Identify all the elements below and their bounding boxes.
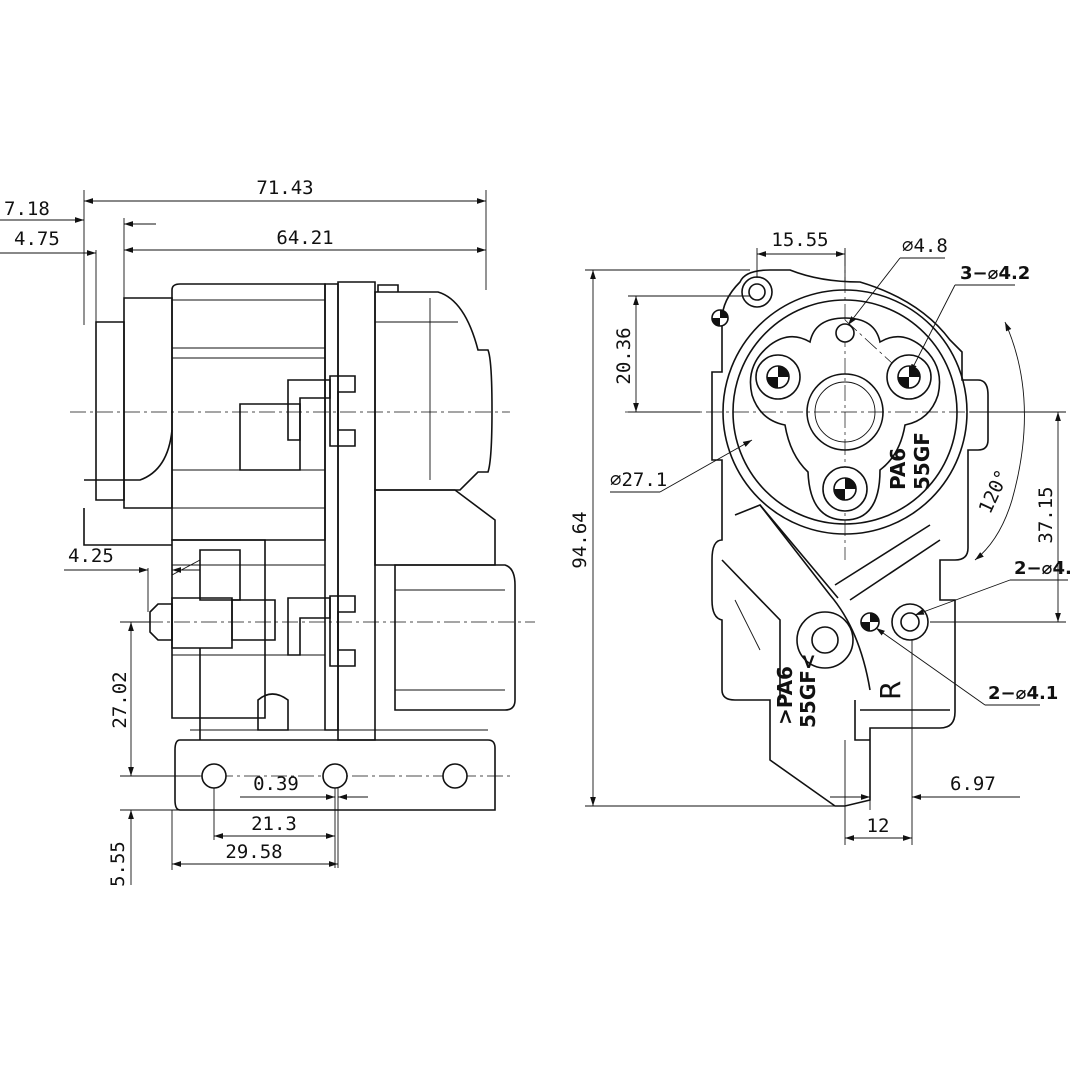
bracket-hole-3 (442, 763, 468, 789)
dim-hole-span: 29.58 (225, 841, 282, 863)
dim-left-offset: 7.18 (4, 198, 50, 220)
mold-mark-55gf-lower: 55GF< (796, 653, 820, 728)
dim-mount-holes: 3−⌀4.2 (960, 263, 1030, 284)
dim-hole-offset: 0.39 (253, 773, 299, 795)
mold-mark-r: R (874, 681, 907, 700)
small-mark-top (711, 309, 729, 327)
dim-boss-diameter: ⌀27.1 (610, 469, 667, 491)
mount-hole-left (755, 354, 801, 400)
side-hole (891, 603, 929, 641)
dim-side-holes: 2−⌀4.2 (1014, 558, 1070, 579)
dim-body-offset: 4.75 (14, 228, 60, 250)
dim-pin-height: 27.02 (109, 671, 131, 728)
mold-mark-55gf: 55GF (910, 432, 934, 490)
mount-hole-bottom (822, 466, 868, 512)
center-hole-4-8 (835, 323, 855, 343)
dim-center-hole: ⌀4.8 (902, 235, 948, 257)
dim-overall-height: 94.64 (569, 511, 591, 568)
dim-lower-height: 37.15 (1035, 486, 1057, 543)
mount-hole-right (886, 354, 932, 400)
dim-top-offset: 15.55 (771, 229, 828, 251)
dim-body-width: 64.21 (276, 227, 333, 249)
side-view: 71.43 7.18 4.75 64.21 4.25 27.02 5.55 0.… (0, 177, 535, 887)
dim-tab-offset: 6.97 (950, 773, 996, 795)
dim-hole-pitch: 21.3 (251, 813, 297, 835)
front-view: PA6 55GF >PA6 55GF< R 15.55 ⌀4.8 3−⌀4.2 … (569, 229, 1070, 845)
pin-hole-1 (860, 612, 880, 632)
mold-mark-pa6-lower: >PA6 (773, 666, 797, 725)
dim-angle: 120° (975, 466, 1014, 517)
dim-top-height: 20.36 (613, 327, 635, 384)
dim-pin-offset: 4.25 (68, 545, 114, 567)
bracket-hole-1 (201, 763, 227, 789)
mold-mark-pa6: PA6 (886, 448, 910, 490)
main-ring (722, 289, 968, 535)
dim-overall-width: 71.43 (256, 177, 313, 199)
dim-bracket-thickness: 5.55 (107, 841, 129, 887)
bracket-hole-2 (322, 763, 348, 789)
dim-pin-holes: 2−⌀4.1 (988, 683, 1058, 704)
dim-tab-width: 12 (867, 815, 890, 837)
